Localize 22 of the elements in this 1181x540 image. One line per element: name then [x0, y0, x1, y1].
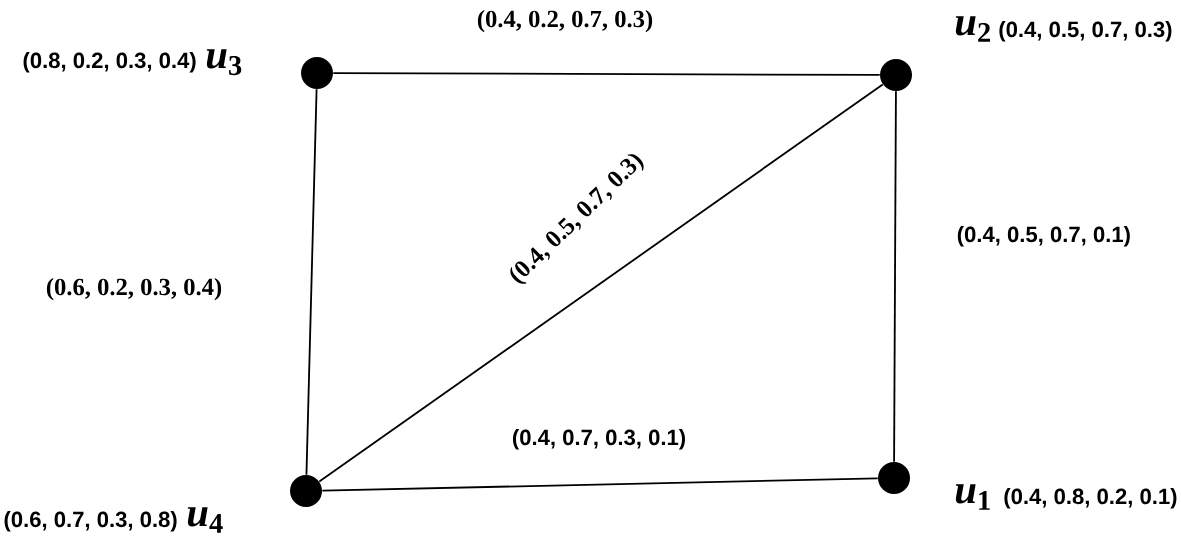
vertex-label: u$_{1}$: [955, 484, 990, 510]
edge-label: (0.4, 0.2, 0.7, 0.3): [477, 9, 653, 33]
vertex-label: u$_{4}$: [187, 507, 223, 533]
edge-label: (0.4, 0.7, 0.3, 0.1): [513, 429, 685, 450]
edge-line: [893, 90, 897, 463]
edge-line: [305, 88, 318, 476]
value-label: (0.4, 0.8, 0.2, 0.1): [1004, 488, 1177, 509]
value-label: (0.4, 0.5, 0.7, 0.3): [999, 21, 1172, 42]
edge-label: (0.4, 0.5, 0.7, 0.1): [957, 226, 1130, 247]
vertex-dot: [301, 57, 333, 89]
vertex-label: u$_{2}$: [955, 16, 990, 42]
edge-line: [332, 72, 881, 76]
vertex-dot: [878, 462, 910, 494]
edge-label: (0.4, 0.5, 0.7, 0.3): [510, 154, 644, 284]
value-label: (0.8, 0.2, 0.3, 0.4): [23, 52, 196, 73]
edge-line: [321, 477, 879, 492]
edge-label: (0.6, 0.2, 0.3, 0.4): [46, 277, 222, 301]
vertex-dot: [880, 59, 912, 91]
vertex-dot: [290, 475, 322, 507]
edge-line: [318, 83, 884, 483]
vertex-label: u$_{3}$: [206, 49, 242, 76]
value-label: (0.6, 0.7, 0.3, 0.8): [4, 511, 177, 532]
